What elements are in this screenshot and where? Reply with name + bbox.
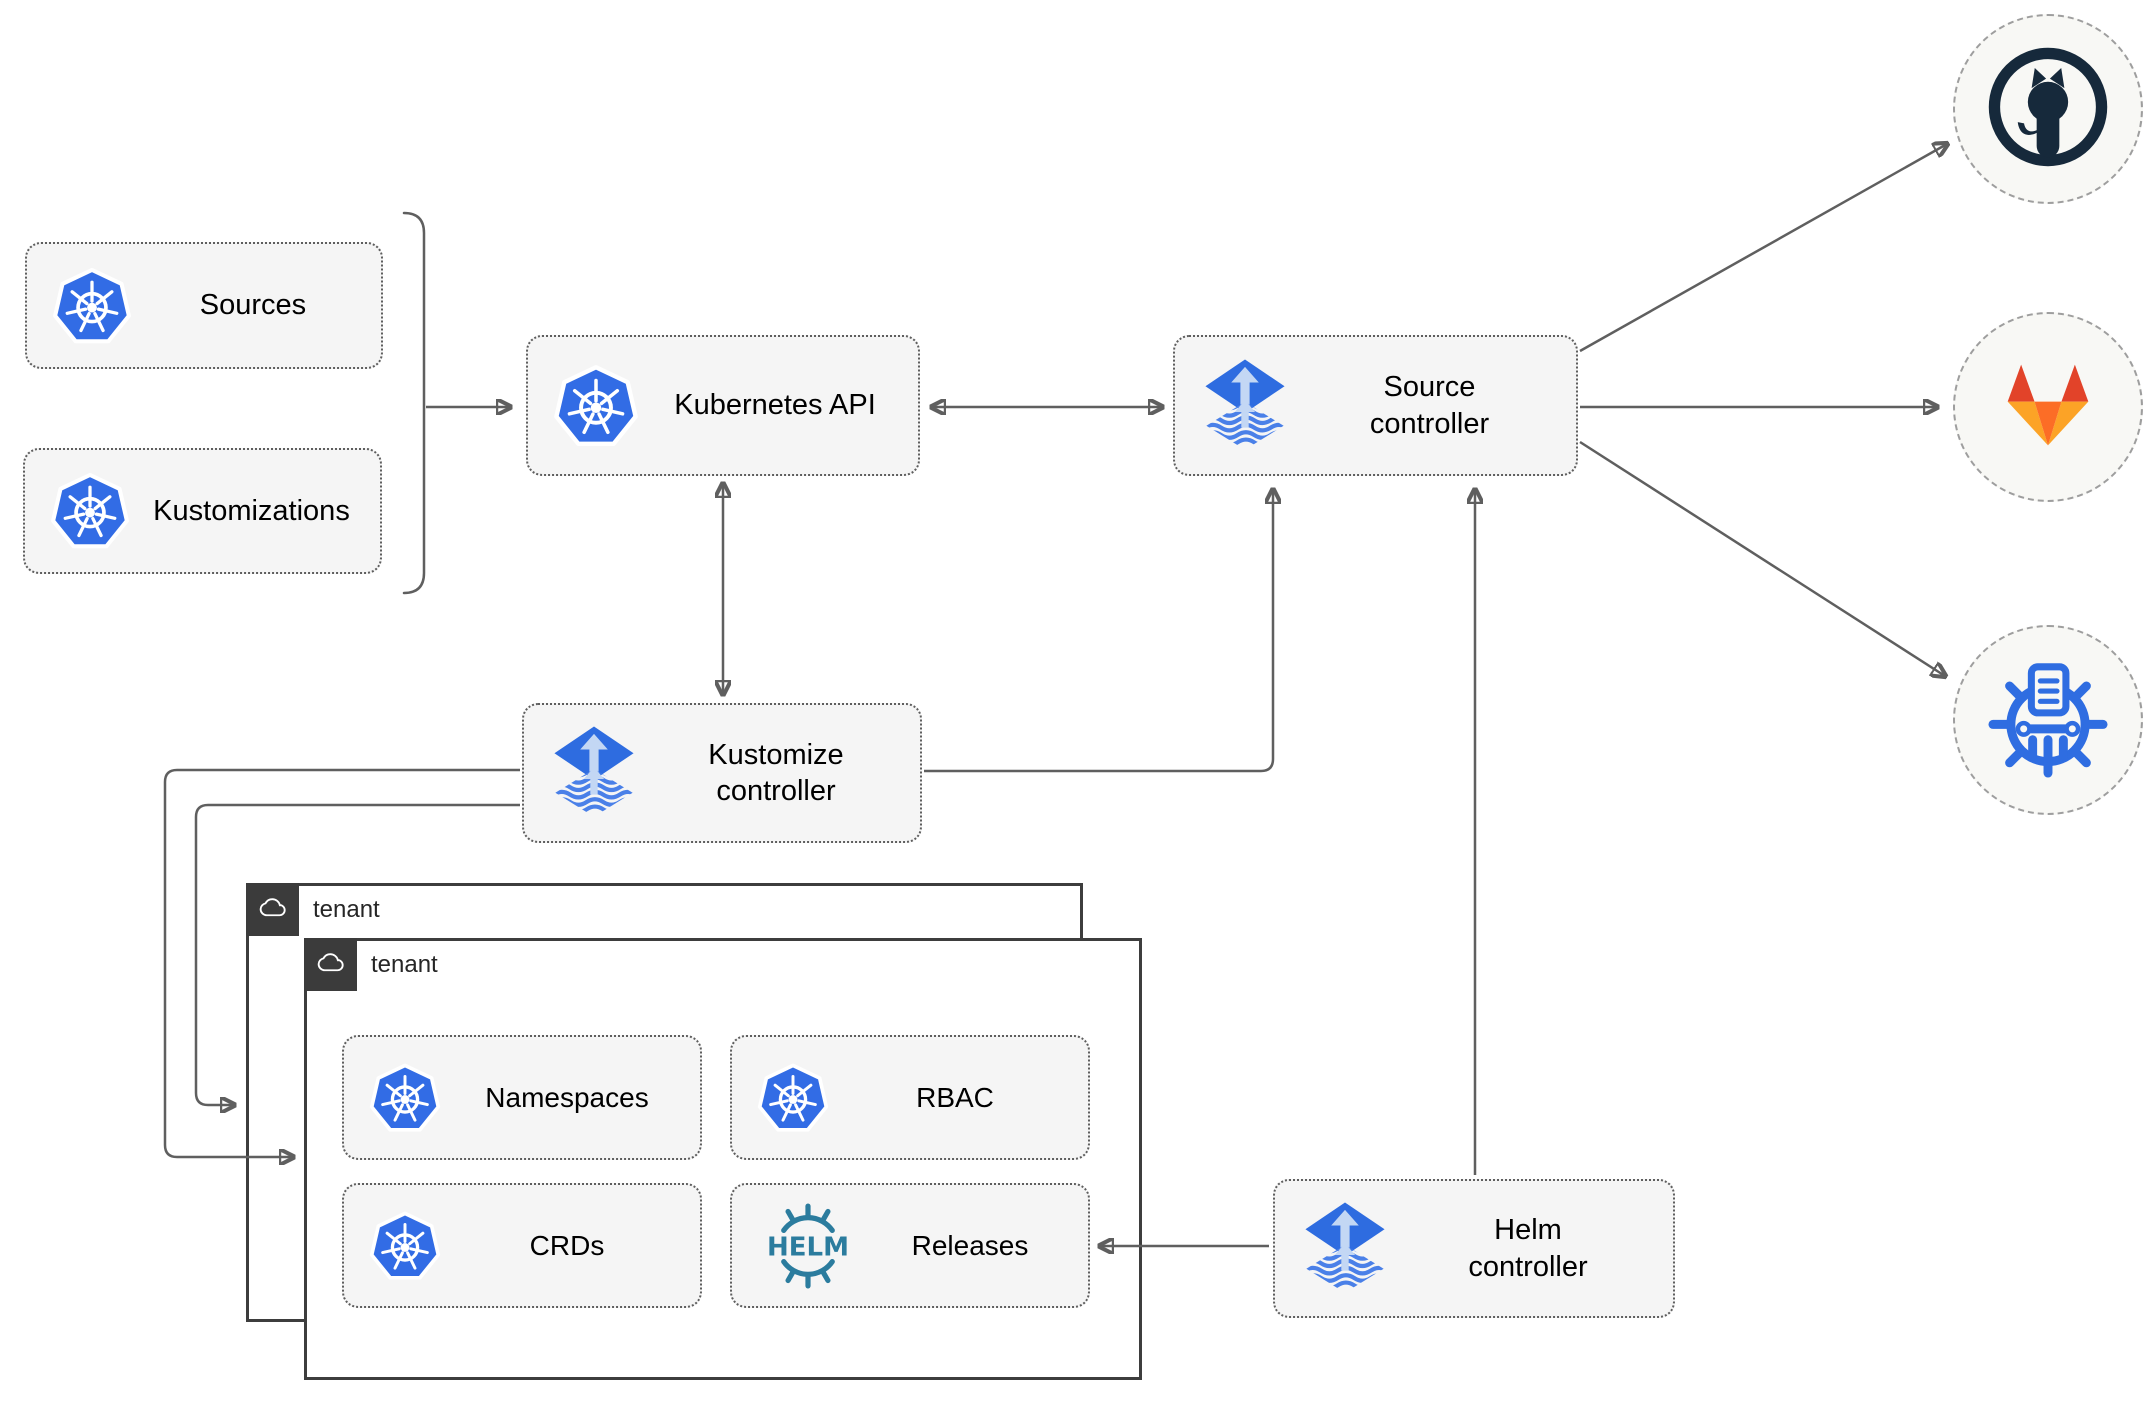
kubernetes-icon: [49, 469, 131, 553]
tenant-group-label: tenant: [371, 950, 438, 978]
remote-helm-repository: [1953, 625, 2143, 815]
node-kustomize-controller: Kustomize controller: [522, 703, 922, 843]
node-namespaces: Namespaces: [342, 1035, 702, 1160]
helm-icon: HELM: [756, 1202, 860, 1290]
edge-source-to-helm-repository: [1579, 440, 1945, 676]
flux-icon: [1299, 1199, 1391, 1299]
tenant-group-label: tenant: [313, 895, 380, 923]
grouping-bracket: [402, 211, 426, 595]
kubernetes-icon: [552, 361, 640, 451]
svg-text:HELM: HELM: [767, 1232, 849, 1262]
remote-github: [1953, 14, 2143, 204]
node-label: RBAC: [916, 1082, 994, 1113]
node-sources: Sources: [25, 242, 383, 369]
node-releases: HELM Releases: [730, 1183, 1090, 1308]
node-label: Source controller: [1369, 371, 1490, 440]
helm-repository-icon: [1984, 654, 2112, 787]
node-label: Helm controller: [1468, 1214, 1588, 1283]
flux-icon: [548, 723, 640, 823]
edge-source-to-github: [1579, 144, 1947, 353]
flux-icon: [1199, 356, 1291, 456]
node-crds: CRDs: [342, 1183, 702, 1308]
cloud-icon: [257, 894, 289, 925]
node-label: Sources: [199, 289, 307, 322]
gitlab-icon: [1992, 349, 2104, 466]
cloud-icon: [315, 949, 347, 980]
node-helm-controller: Helm controller: [1273, 1179, 1675, 1318]
node-label: Kustomizations: [153, 494, 350, 527]
kubernetes-icon: [756, 1060, 830, 1136]
node-rbac: RBAC: [730, 1035, 1090, 1160]
edge-kustomize-to-source: [924, 490, 1273, 773]
node-label: Releases: [911, 1230, 1029, 1261]
tenant-badge: [246, 883, 299, 936]
kubernetes-icon: [368, 1060, 442, 1136]
node-kubernetes-api: Kubernetes API: [526, 335, 920, 476]
node-source-controller: Source controller: [1173, 335, 1578, 476]
node-kustomizations: Kustomizations: [23, 448, 382, 574]
kubernetes-icon: [51, 264, 133, 348]
github-icon: [1985, 44, 2111, 175]
remote-gitlab: [1953, 312, 2143, 502]
node-label: Kubernetes API: [674, 389, 876, 422]
node-label: Namespaces: [485, 1082, 649, 1113]
tenant-badge: [304, 938, 357, 991]
kubernetes-icon: [368, 1208, 442, 1284]
node-label: Kustomize controller: [708, 738, 844, 807]
node-label: CRDs: [529, 1230, 605, 1261]
